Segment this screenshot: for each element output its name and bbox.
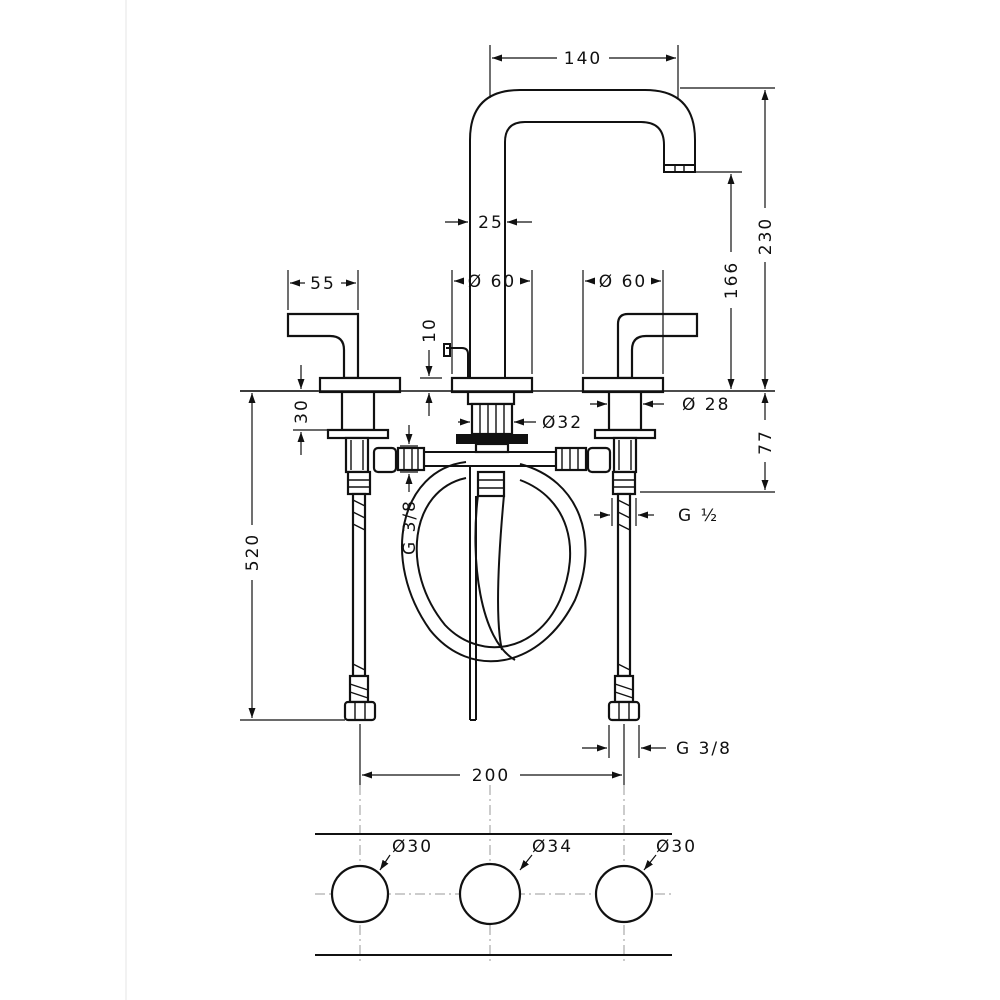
dim-label-hole-right: Ø30 bbox=[656, 837, 697, 857]
hole-right bbox=[594, 864, 654, 924]
dim-handle-length: 55 bbox=[287, 270, 359, 310]
dim-label-total-length: 520 bbox=[243, 533, 263, 571]
dim-hose-thread: G 3/8 bbox=[400, 425, 420, 555]
escutcheon-center bbox=[450, 376, 534, 394]
dim-valve-body: 30 bbox=[292, 365, 328, 455]
deck-hole-plan: Ø30 Ø34 Ø30 bbox=[315, 833, 697, 956]
dim-hose-end-thread: G 3/8 bbox=[582, 725, 732, 759]
dim-label-spread: 200 bbox=[472, 766, 510, 786]
dim-label-spout-flange: 10 bbox=[420, 317, 440, 343]
hole-center bbox=[458, 862, 522, 926]
dim-spread: 200 bbox=[359, 724, 625, 786]
dim-spout-base-diameter: Ø 60 bbox=[451, 270, 533, 374]
dim-label-hole-left: Ø30 bbox=[392, 837, 433, 857]
dim-label-deck-thickness: 77 bbox=[756, 429, 776, 455]
handle-left bbox=[286, 312, 360, 380]
dim-label-hose-thread: G 3/8 bbox=[400, 499, 420, 555]
dim-label-handle-base: Ø 60 bbox=[599, 272, 647, 292]
dim-label-spout-base: Ø 60 bbox=[468, 272, 516, 292]
dim-label-valve-body: 30 bbox=[292, 398, 312, 424]
hole-left bbox=[330, 864, 390, 924]
dim-center-shank: Ø32 bbox=[458, 413, 583, 433]
escutcheon-left bbox=[318, 376, 402, 394]
connection-hoses bbox=[396, 446, 588, 663]
dim-label-hose-end-thread: G 3/8 bbox=[676, 739, 732, 759]
center-shank bbox=[456, 390, 528, 721]
dim-valve-thread: G ½ bbox=[594, 498, 719, 526]
dim-label-center-shank: Ø32 bbox=[542, 413, 583, 433]
dim-label-outlet-height: 166 bbox=[722, 261, 742, 299]
dim-spout-width: 25 bbox=[445, 213, 532, 233]
dim-label-spout-height: 230 bbox=[756, 217, 776, 255]
dim-label-valve-thread: G ½ bbox=[678, 506, 719, 526]
dim-total-length: 520 bbox=[240, 390, 345, 721]
handle-right bbox=[616, 312, 699, 380]
escutcheon-right bbox=[581, 376, 665, 394]
dim-handle-base-diameter: Ø 60 bbox=[582, 270, 664, 374]
valve-right bbox=[586, 390, 657, 496]
supply-hose-left bbox=[343, 492, 377, 722]
dim-label-spout-reach: 140 bbox=[564, 49, 602, 69]
dim-valve-shank: Ø 28 bbox=[590, 395, 730, 415]
dim-outlet-height: 166 bbox=[686, 171, 742, 389]
dim-label-valve-shank: Ø 28 bbox=[682, 395, 730, 415]
dim-label-handle-length: 55 bbox=[310, 274, 336, 294]
pop-up-rod bbox=[443, 343, 469, 380]
dim-label-spout-width: 25 bbox=[478, 213, 504, 233]
dim-spout-flange: 10 bbox=[420, 317, 442, 416]
valve-left bbox=[326, 390, 398, 496]
spout bbox=[469, 89, 696, 380]
dim-spout-height: 230 bbox=[680, 87, 776, 389]
dim-spout-reach: 140 bbox=[489, 45, 679, 98]
dim-deck-thickness: 77 bbox=[640, 393, 776, 493]
dim-label-hole-center: Ø34 bbox=[532, 837, 573, 857]
supply-hose-right bbox=[607, 492, 641, 722]
